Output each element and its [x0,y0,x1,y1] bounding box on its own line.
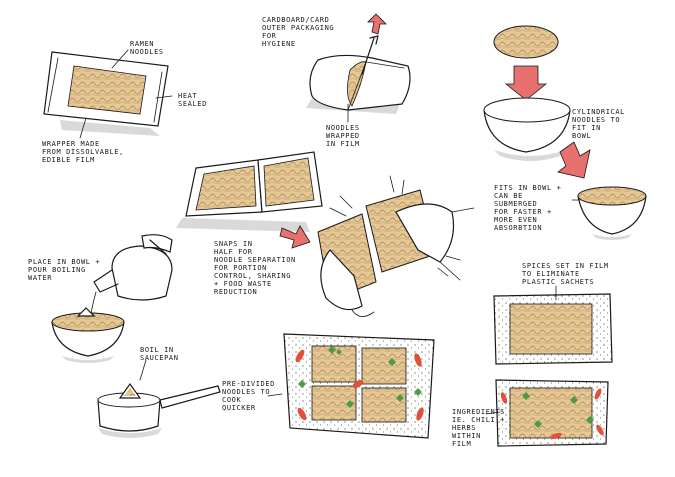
empty-bowl [483,97,571,161]
label-boil: BOIL IN SAUCEPAN [140,346,179,362]
cylinder-noodle-block [493,25,559,59]
label-fits-in-bowl: FITS IN BOWL + CAN BE SUBMERGED FOR FAST… [494,184,562,232]
pre-divided-pointer [267,393,283,397]
split-open-pack [176,151,323,232]
pour-bowl [51,307,125,363]
diagonal-arrow [557,141,591,179]
label-ramen-noodles: RAMEN NOODLES [130,40,164,56]
label-cardboard: CARDBOARD/CARD OUTER PACKAGING FOR HYGIE… [262,16,335,48]
boil-pointer [139,359,147,381]
pre-divided-sheet [283,333,435,439]
ramen-noodles-pointer [111,49,129,69]
kettle [89,234,173,321]
heat-sealed-pointer [155,95,173,99]
label-heat-sealed: HEAT SEALED [178,92,207,108]
filled-bowl [577,186,647,240]
label-snaps: SNAPS IN HALF FOR NOODLE SEPARATION FOR … [214,240,296,296]
saucepan [97,382,221,438]
label-cylindrical: CYLINDRICAL NOODLES TO FIT IN BOWL [572,108,625,140]
wrapper-pointer [79,117,87,139]
small-red-arrow [279,225,311,249]
label-spices: SPICES SET IN FILM TO ELIMINATE PLASTIC … [522,262,609,286]
label-place-in-bowl: PLACE IN BOWL + POUR BOILING WATER [28,258,101,282]
label-ingredients: INGREDIENTS IE. CHILI + HERBS WITHIN FIL… [452,408,505,448]
spice-film-sheet [493,293,613,365]
ingredient-film-sheet [495,379,609,447]
down-arrow [504,65,548,101]
snapping-block [317,175,475,317]
label-pre-divided: PRE-DIVIDED NOODLES TO COOK QUICKER [222,380,275,412]
label-noodles-wrapped: NOODLES WRAPPED IN FILM [326,124,360,148]
wrapper-packet [43,51,169,136]
pull-tab-arrow [361,13,387,75]
ingredients-pointer [485,411,501,415]
label-wrapper: WRAPPER MADE FROM DISSOLVABLE, EDIBLE FI… [42,140,124,164]
cardboard-package [306,54,411,114]
